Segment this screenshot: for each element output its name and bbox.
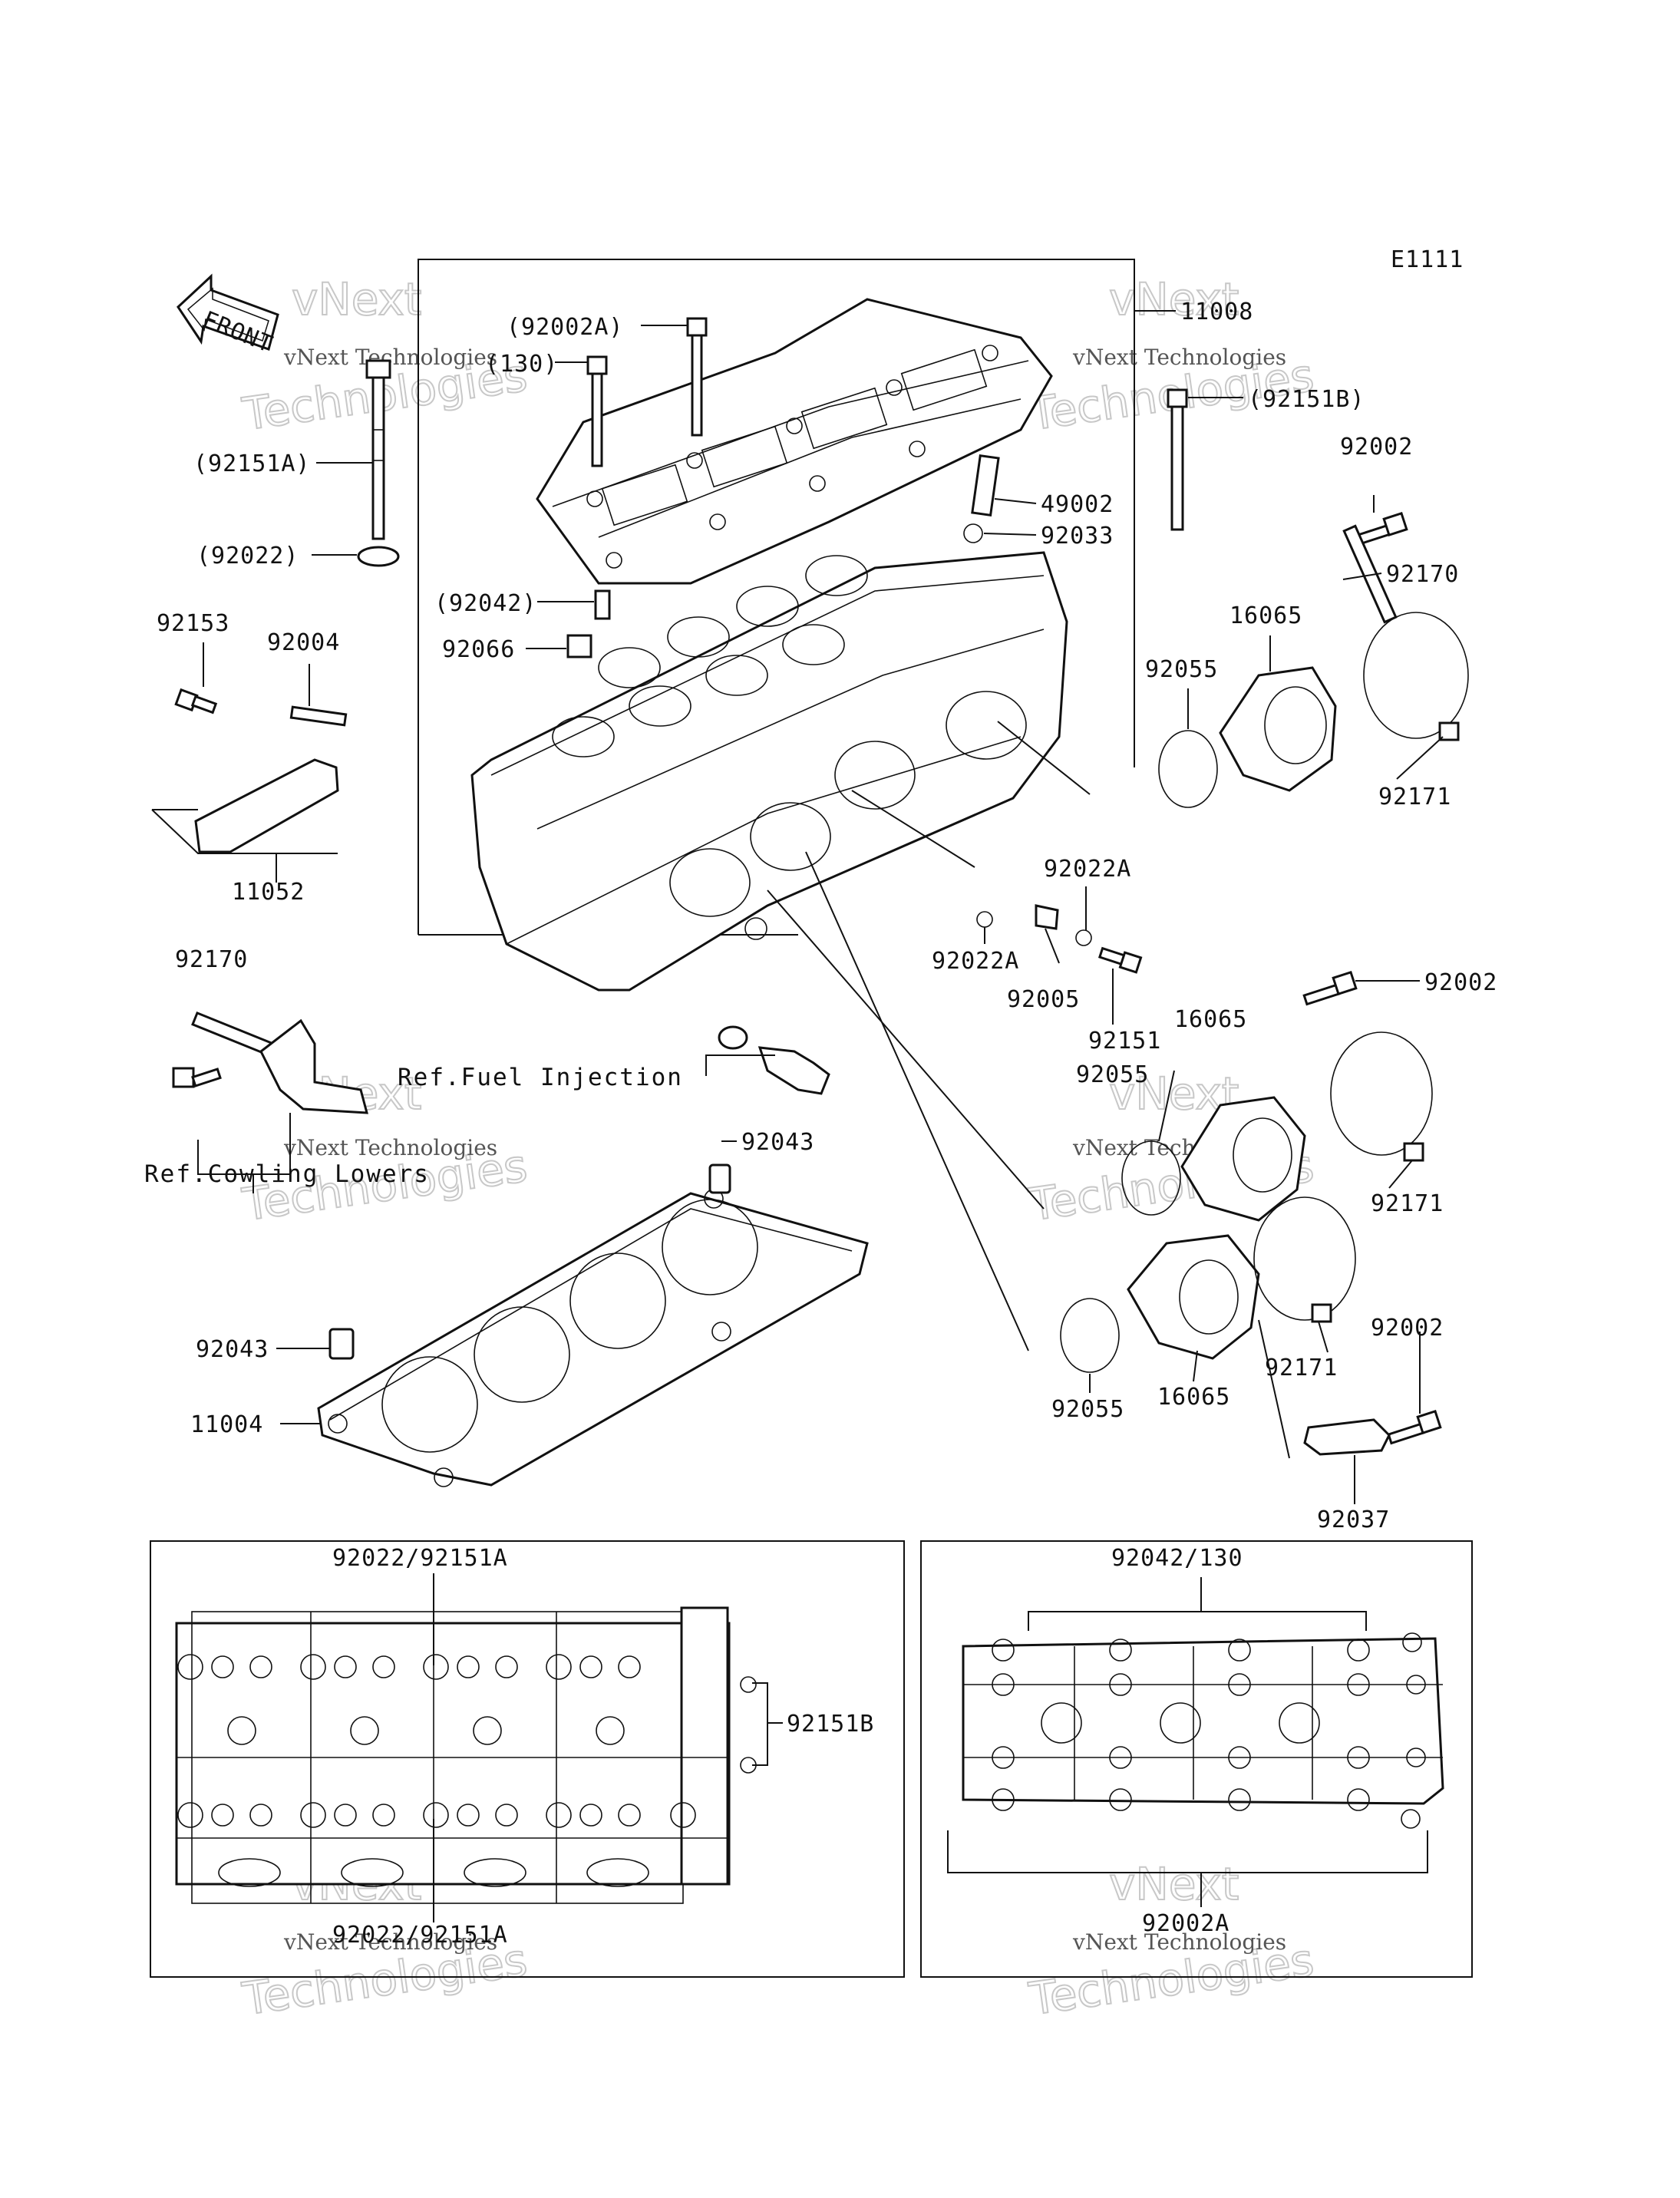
- washer-92022A-left: [976, 911, 993, 928]
- holder-16065-c: [1127, 1234, 1260, 1360]
- bolt-130: [586, 355, 608, 467]
- label-130-paren: (130): [485, 351, 558, 378]
- watermark-small: vNext Technologies: [1072, 1929, 1286, 1955]
- bolt-92002-b: [1302, 970, 1358, 1006]
- label-92002-b: 92002: [1424, 969, 1497, 996]
- label-92042-paren: (92042): [434, 590, 536, 617]
- watermark-small: vNext Technologies: [283, 1135, 497, 1160]
- watermark-prefix: vNext: [1109, 1858, 1239, 1910]
- washer-92022: [357, 546, 400, 567]
- oring-92055-c: [1060, 1298, 1120, 1373]
- label-92002-c: 92002: [1371, 1315, 1444, 1342]
- label-92022A-a: 92022A: [1044, 856, 1131, 883]
- diagram-code: E1111: [1391, 246, 1464, 273]
- dowel-92043-upper: [708, 1163, 731, 1194]
- ref-cowling-lowers: Ref.Cowling Lowers: [144, 1160, 430, 1188]
- box2-top-label: 92042/130: [1111, 1545, 1243, 1572]
- oring-92055-a: [1158, 730, 1218, 808]
- part-labels: (92002A) (130) (92151B) (92151A) 92002 4…: [144, 314, 1497, 1533]
- stud-92151A: [365, 359, 391, 540]
- bolt-92005: [1035, 904, 1059, 930]
- oring-92055-b: [1121, 1140, 1181, 1216]
- label-92153: 92153: [157, 610, 229, 637]
- label-92151B-paren: (92151B): [1248, 386, 1365, 413]
- clamp-92171-b: [1330, 1031, 1433, 1156]
- ring-92033: [963, 523, 983, 543]
- plate-92037: [1303, 1418, 1391, 1456]
- clamp-screw-c: [1311, 1303, 1332, 1323]
- label-92170-b: 92170: [175, 946, 248, 973]
- leader-lines: [151, 325, 1444, 1504]
- watermark-small: vNext Technologies: [283, 1929, 497, 1955]
- label-92151: 92151: [1088, 1028, 1161, 1054]
- bracket-cowling: [259, 1018, 368, 1114]
- bolt-92151: [1097, 946, 1143, 974]
- label-92037: 92037: [1317, 1507, 1390, 1533]
- bolt-92002-c: [1387, 1409, 1442, 1445]
- label-92022A-b: 92022A: [932, 948, 1019, 975]
- label-92033: 92033: [1041, 523, 1114, 550]
- label-92005: 92005: [1007, 986, 1080, 1013]
- watermark-prefix: vNext: [292, 273, 421, 325]
- cylinder-head: [470, 551, 1068, 992]
- label-11008: 11008: [1180, 299, 1253, 325]
- label-11004: 11004: [190, 1411, 263, 1438]
- label-92002A-paren: (92002A): [507, 314, 624, 341]
- bolt-cowling: [172, 1067, 222, 1088]
- box1-top-label: 92022/92151A: [332, 1545, 508, 1572]
- label-49002: 49002: [1041, 491, 1114, 518]
- dowel-92042: [594, 589, 611, 620]
- label-92066: 92066: [442, 636, 515, 663]
- head-gasket: [317, 1189, 869, 1487]
- label-92171-c: 92171: [1265, 1355, 1338, 1381]
- label-92055-b: 92055: [1076, 1061, 1149, 1088]
- bolt-92002-a: [1356, 511, 1408, 546]
- seal-92066: [566, 634, 592, 658]
- clamp-screw-a: [1438, 721, 1460, 741]
- bolt-92153: [174, 688, 218, 715]
- label-16065-c: 16065: [1157, 1384, 1230, 1411]
- detail-box-head: 92022/92151A 92022/92151A 92151B: [150, 1540, 905, 1978]
- clamp-92171-a: [1363, 612, 1469, 739]
- label-92022-paren: (92022): [196, 543, 299, 569]
- label-92043-b: 92043: [196, 1336, 269, 1363]
- box2-bottom-label: 92002A: [1142, 1910, 1229, 1937]
- label-92171-a: 92171: [1378, 784, 1451, 810]
- label-92004: 92004: [267, 629, 340, 656]
- holder-16065-a: [1219, 666, 1337, 792]
- label-11052: 11052: [232, 879, 305, 906]
- dowel-92043-lower: [328, 1328, 355, 1360]
- ref-fuel-injection: Ref.Fuel Injection: [398, 1064, 683, 1091]
- label-92171-b: 92171: [1371, 1190, 1444, 1217]
- stud-92004: [289, 705, 348, 727]
- washer-sensor: [718, 1025, 748, 1050]
- label-92055-a: 92055: [1145, 656, 1218, 683]
- watermark-small: vNext Technologies: [1072, 345, 1286, 370]
- label-92043-a: 92043: [741, 1129, 814, 1156]
- detail-box-cover: 92042/130 92002A: [920, 1540, 1473, 1978]
- right-intake-parts: [1060, 511, 1469, 1456]
- temp-sensor: [757, 1046, 830, 1095]
- stud-92151B: [1167, 388, 1188, 531]
- front-arrow-icon: FRONT: [177, 273, 279, 358]
- box1-right-label: 92151B: [787, 1711, 874, 1738]
- cam-cover: [536, 298, 1053, 585]
- head-bolt-holes: [177, 1654, 757, 1887]
- washer-92022A-right: [1075, 929, 1092, 946]
- label-92151A-paren: (92151A): [193, 450, 311, 477]
- clamp-screw-b: [1403, 1142, 1424, 1162]
- cover-bolt-holes: [992, 1632, 1426, 1829]
- label-92055-c: 92055: [1051, 1396, 1124, 1423]
- clamp-92171-c: [1253, 1196, 1356, 1321]
- plug-49002: [971, 454, 1000, 516]
- label-92002-a: 92002: [1340, 434, 1413, 460]
- bolt-92002A: [686, 317, 708, 437]
- box1-bottom-label: 92022/92151A: [332, 1922, 508, 1949]
- watermark-prefix: vNext: [1109, 273, 1239, 325]
- label-16065-a: 16065: [1229, 602, 1302, 629]
- label-16065-b: 16065: [1174, 1006, 1247, 1033]
- bracket-11052: [194, 758, 339, 853]
- label-92170-a: 92170: [1386, 561, 1459, 588]
